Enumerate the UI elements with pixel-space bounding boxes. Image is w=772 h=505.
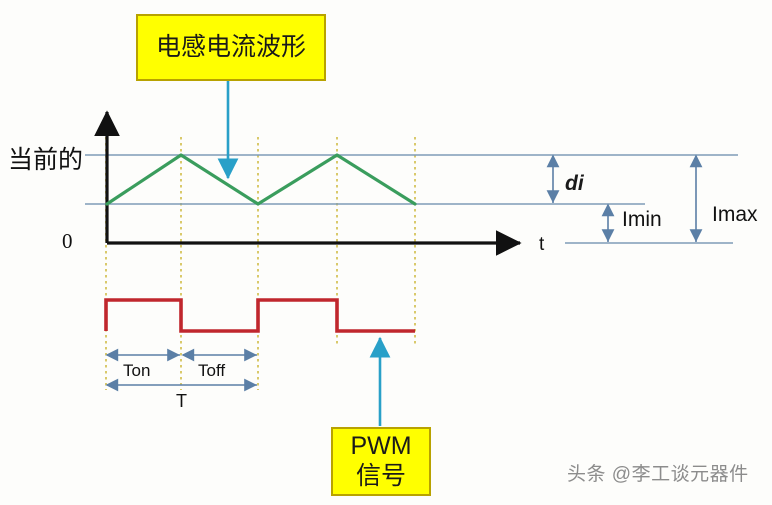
off-time-label: Toff <box>198 361 226 380</box>
watermark-text: 头条 @李工谈元器件 <box>567 464 749 485</box>
axis-lines <box>94 110 522 256</box>
callout-inductor-label: 电感电流波形 <box>155 32 306 61</box>
callout-inductor-current: 电感电流波形 <box>136 14 326 81</box>
inductor-current-waveform <box>105 153 417 206</box>
callout-pwm-signal: PWM 信号 <box>331 427 431 496</box>
pwm-waveform <box>104 298 415 333</box>
callout-pwm-label-line2: 信号 <box>355 461 406 490</box>
x-axis-label: t <box>539 234 545 255</box>
period-label: T <box>176 391 187 411</box>
level-lines <box>85 154 738 244</box>
ripple-current-label: di <box>565 172 584 195</box>
min-current-label: Imin <box>622 208 662 231</box>
on-time-label: Ton <box>123 361 151 380</box>
callout-pwm-label-line1: PWM <box>350 432 412 460</box>
max-current-label: Imax <box>712 203 758 226</box>
y-axis-label: 当前的 <box>8 146 84 174</box>
origin-label: 0 <box>62 229 73 253</box>
